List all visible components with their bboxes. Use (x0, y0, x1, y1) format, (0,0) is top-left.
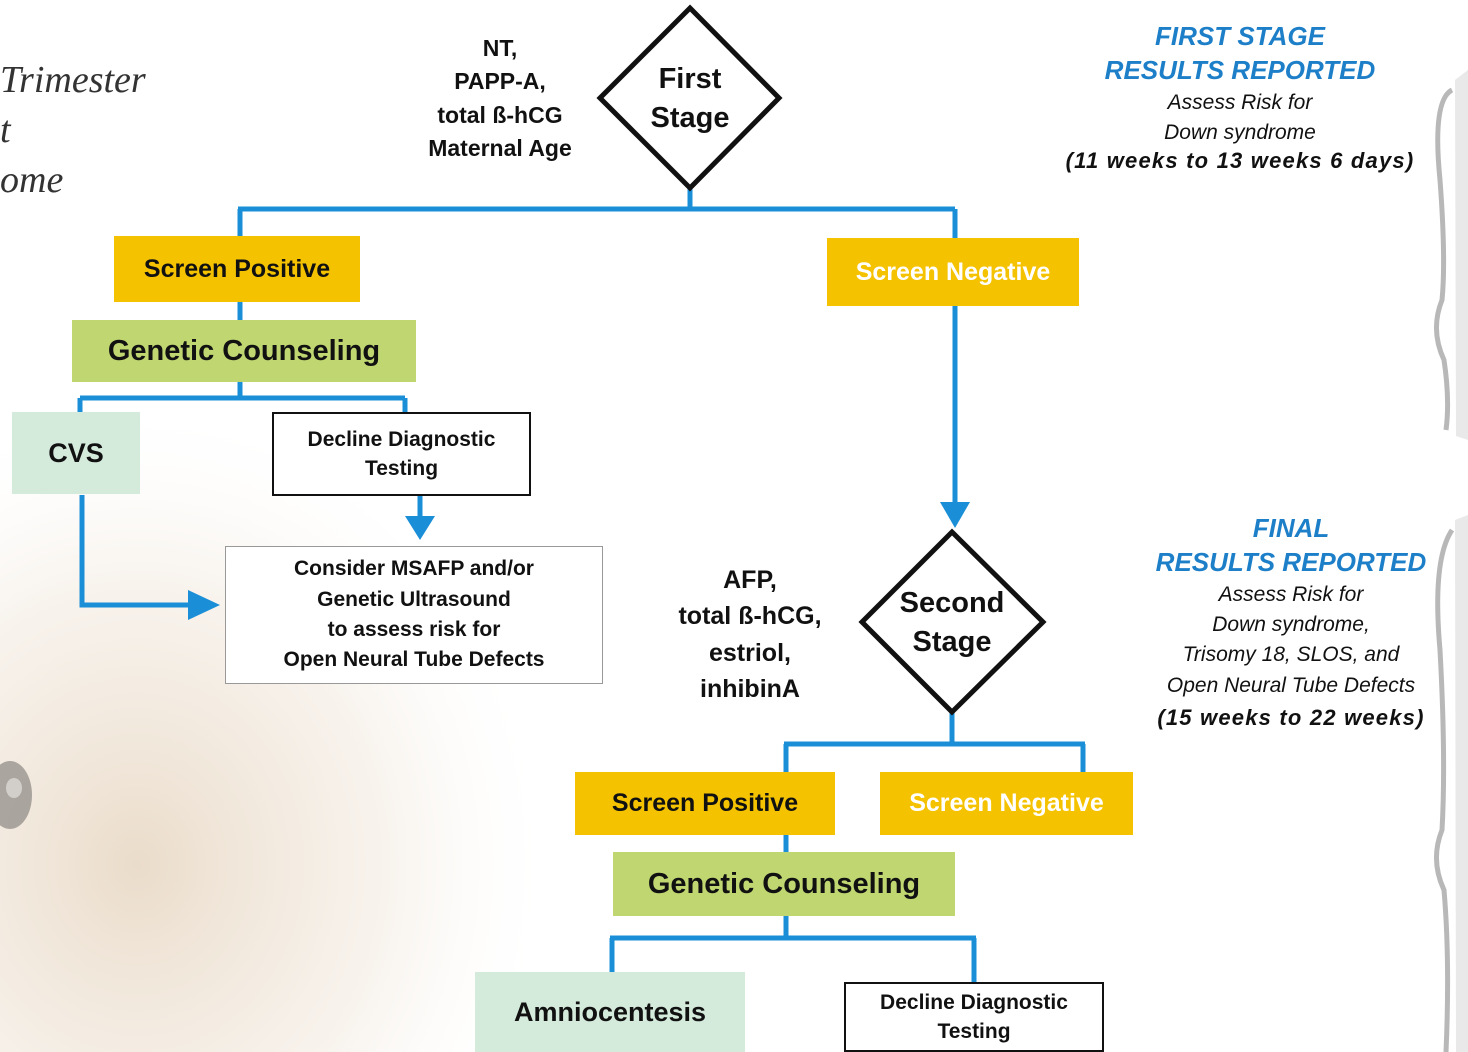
title-fragment-trimester: Trimester (0, 59, 146, 101)
arrowhead-to-consider-left (188, 590, 220, 620)
consider-line1: Consider MSAFP and/or (294, 557, 534, 581)
final-results-body-4: Open Neural Tube Defects (1166, 673, 1416, 697)
first-results-heading-2: RESULTS REPORTED (1104, 54, 1376, 85)
genetic-counseling-box-2: Genetic Counseling (613, 852, 955, 916)
input-afp: AFP, (723, 566, 777, 594)
final-results-body-3: Trisomy 18, SLOS, and (1182, 643, 1400, 667)
screen-positive-box: Screen Positive (114, 236, 360, 302)
first-results-body-1: Assess Risk for (1167, 90, 1313, 114)
title-fragment-t: t (0, 109, 11, 151)
second-stage-label: Second Stage (882, 584, 1022, 662)
first-stage-inputs: NT, PAPP-A, total ß-hCG Maternal Age (400, 32, 600, 165)
final-results-heading-1: FINAL (1252, 513, 1330, 543)
genetic-counseling-box: Genetic Counseling (72, 320, 416, 382)
cvs-box: CVS (12, 412, 140, 494)
screen-positive-box-2: Screen Positive (575, 772, 835, 835)
first-stage-label-line1: First (658, 63, 722, 95)
consider-line4: Open Neural Tube Defects (283, 648, 545, 672)
consider-line3: to assess risk for (327, 618, 501, 641)
input-nt: NT, (482, 35, 518, 61)
second-stage-inputs: AFP, total ß-hCG, estriol, inhibinA (655, 562, 845, 707)
first-results-heading-1: FIRST STAGE (1155, 21, 1325, 51)
input-maternal-age: Maternal Age (428, 135, 572, 162)
decline-line1: Decline Diagnostic (307, 427, 496, 451)
decline-diagnostic-box-2: Decline Diagnostic Testing (844, 982, 1104, 1052)
final-results-range: (15 weeks to 22 weeks) (1157, 705, 1425, 731)
input-papp-a: PAPP-A, (454, 68, 546, 95)
second-stage-diamond (858, 528, 1047, 716)
first-results-body-2: Down syndrome (1164, 121, 1316, 145)
first-stage-diamond (596, 4, 783, 192)
input-total-bhcg-2: total ß-hCG, (678, 602, 822, 631)
screen-negative-box: Screen Negative (827, 238, 1079, 306)
decline-line2: Testing (364, 457, 439, 480)
consider-line2: Genetic Ultrasound (317, 587, 511, 611)
input-estriol: estriol, (709, 638, 791, 667)
title-fragment-ome: ome (0, 159, 64, 201)
first-stage-label: First Stage (620, 60, 760, 138)
cvs-to-consider (79, 495, 198, 608)
arrowhead-to-consider-top (405, 516, 435, 540)
consider-msafp-box: Consider MSAFP and/or Genetic Ultrasound… (225, 546, 603, 684)
second-stage-label-line1: Second (899, 587, 1005, 619)
decline2-line2: Testing (937, 1020, 1011, 1043)
first-results-range: (11 weeks to 13 weeks 6 days) (1065, 148, 1415, 174)
final-results-body-2: Down syndrome, (1212, 613, 1370, 637)
input-total-bhcg: total ß-hCG (437, 101, 563, 128)
final-results-heading-2: RESULTS REPORTED (1155, 546, 1427, 577)
screen-negative-box-2: Screen Negative (880, 772, 1133, 835)
decline2-line1: Decline Diagnostic (880, 990, 1068, 1014)
first-stage-results-note: FIRST STAGE RESULTS REPORTED Assess Risk… (1030, 20, 1450, 174)
first-stage-label-line2: Stage (650, 102, 730, 135)
input-inhibin-a: inhibinA (700, 674, 800, 703)
arrowhead-to-second-stage (940, 502, 970, 528)
final-results-body-1: Assess Risk for (1218, 582, 1364, 606)
amniocentesis-box: Amniocentesis (475, 972, 745, 1052)
final-results-note: FINAL RESULTS REPORTED Assess Risk for D… (1126, 512, 1456, 731)
second-stage-label-line2: Stage (912, 626, 992, 659)
decline-diagnostic-box: Decline Diagnostic Testing (272, 412, 531, 496)
